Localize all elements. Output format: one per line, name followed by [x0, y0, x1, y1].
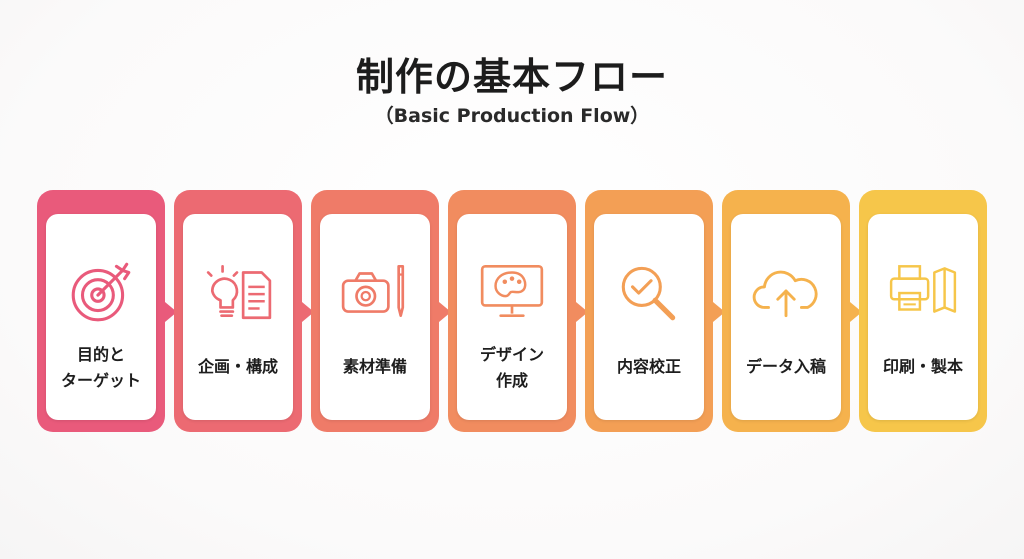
step-card: 印刷・製本 [868, 214, 978, 420]
step-card: 企画・構成 [183, 214, 293, 420]
page-subtitle: （Basic Production Flow） [374, 105, 650, 127]
flow-step: 目的とターゲット [37, 190, 165, 432]
step-label: デザイン作成 [479, 345, 544, 390]
cloud-upload-icon [750, 258, 822, 324]
step-label: 内容校正 [616, 357, 681, 376]
step-label: 目的とターゲット [60, 345, 141, 390]
flow-step: 素材準備 [311, 190, 439, 432]
step-label: 企画・構成 [197, 357, 278, 376]
flow-step: データ入稿 [722, 190, 850, 432]
magnifier-check-icon [613, 258, 685, 324]
flow-step: デザイン作成 [448, 190, 576, 432]
step-label: データ入稿 [745, 357, 826, 376]
target-icon [65, 258, 137, 324]
step-card: 内容校正 [594, 214, 704, 420]
lightbulb-document-icon [202, 258, 274, 324]
step-card: 目的とターゲット [46, 214, 156, 420]
step-label: 素材準備 [342, 357, 407, 376]
flow-step: 印刷・製本 [859, 190, 987, 432]
printer-book-icon [887, 258, 959, 324]
palette-monitor-icon [476, 258, 548, 324]
page-title: 制作の基本フロー [355, 55, 668, 99]
camera-pen-icon [339, 258, 411, 324]
step-label: 印刷・製本 [882, 357, 963, 376]
step-card: デザイン作成 [457, 214, 567, 420]
flow-step: 企画・構成 [174, 190, 302, 432]
step-card: データ入稿 [731, 214, 841, 420]
flow-step: 内容校正 [585, 190, 713, 432]
step-card: 素材準備 [320, 214, 430, 420]
